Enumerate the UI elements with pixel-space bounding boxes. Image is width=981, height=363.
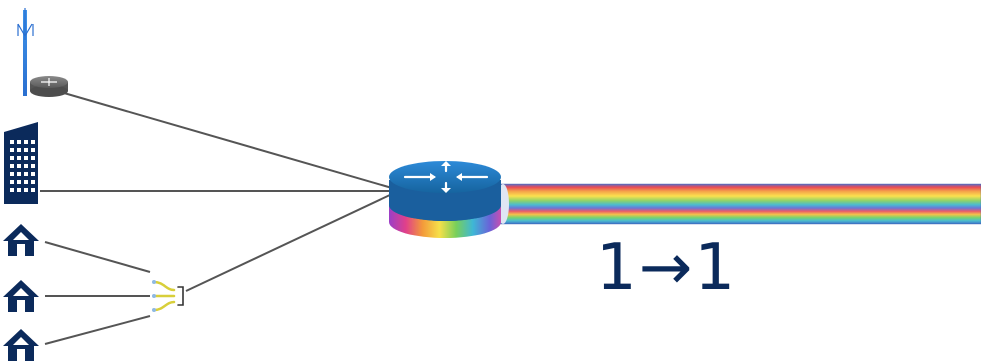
home-icon <box>3 329 39 361</box>
router-icon <box>389 161 501 238</box>
small-router-icon <box>30 76 68 97</box>
home-icon <box>3 280 39 312</box>
link-home1-splitter <box>44 241 151 273</box>
ratio-label: 1→1 <box>596 231 738 305</box>
fiber-bundle <box>497 183 981 225</box>
home-icon <box>3 224 39 256</box>
link-home3-splitter <box>44 315 151 345</box>
cell-tower-icon <box>17 8 34 96</box>
link-lines <box>40 92 393 345</box>
office-building-icon <box>4 122 38 204</box>
link-splitter-router <box>185 193 393 292</box>
optical-splitter-icon <box>152 280 184 312</box>
link-tower-router <box>63 92 393 189</box>
